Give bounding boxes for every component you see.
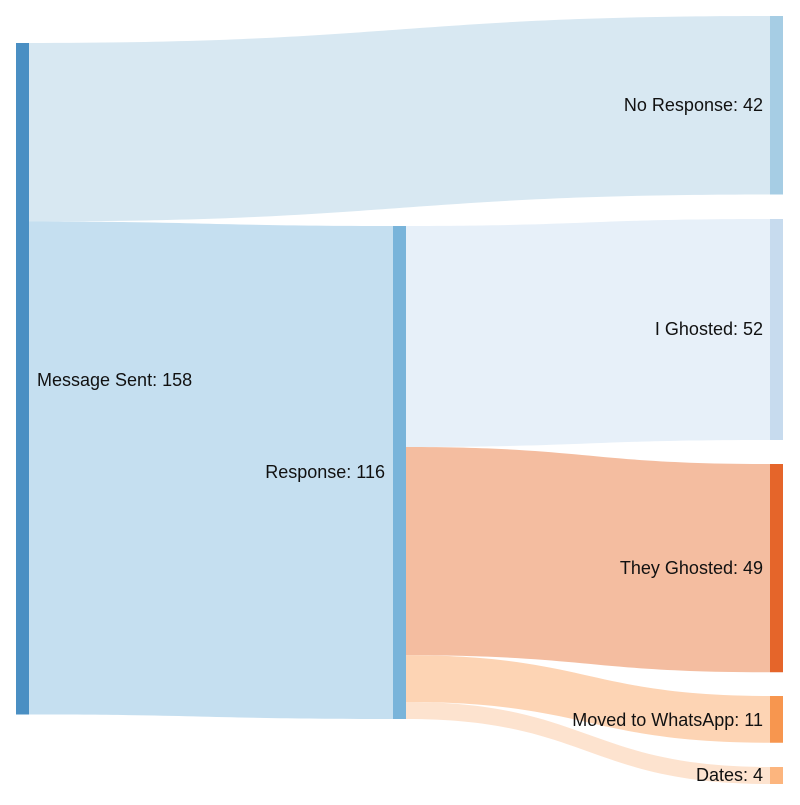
node-label-dates: Dates: 4 [696,765,763,785]
node-label-ighost: I Ghosted: 52 [655,319,763,339]
link-resp-whatsapp [406,655,770,743]
node-whatsapp [770,696,783,743]
node-sent [16,43,29,715]
link-resp-tghost [406,447,770,673]
node-label-whatsapp: Moved to WhatsApp: 11 [572,710,763,730]
node-dates [770,767,783,784]
link-resp-ighost [406,219,770,447]
link-sent-nores [29,16,770,222]
node-nores [770,16,783,195]
link-resp-dates [406,702,770,784]
node-label-sent: Message Sent: 158 [37,370,192,390]
link-sent-resp [29,221,393,719]
node-ighost [770,219,783,440]
node-label-tghost: They Ghosted: 49 [620,558,763,578]
node-label-resp: Response: 116 [265,462,385,482]
node-resp [393,226,406,719]
node-label-nores: No Response: 42 [624,95,763,115]
node-tghost [770,464,783,673]
